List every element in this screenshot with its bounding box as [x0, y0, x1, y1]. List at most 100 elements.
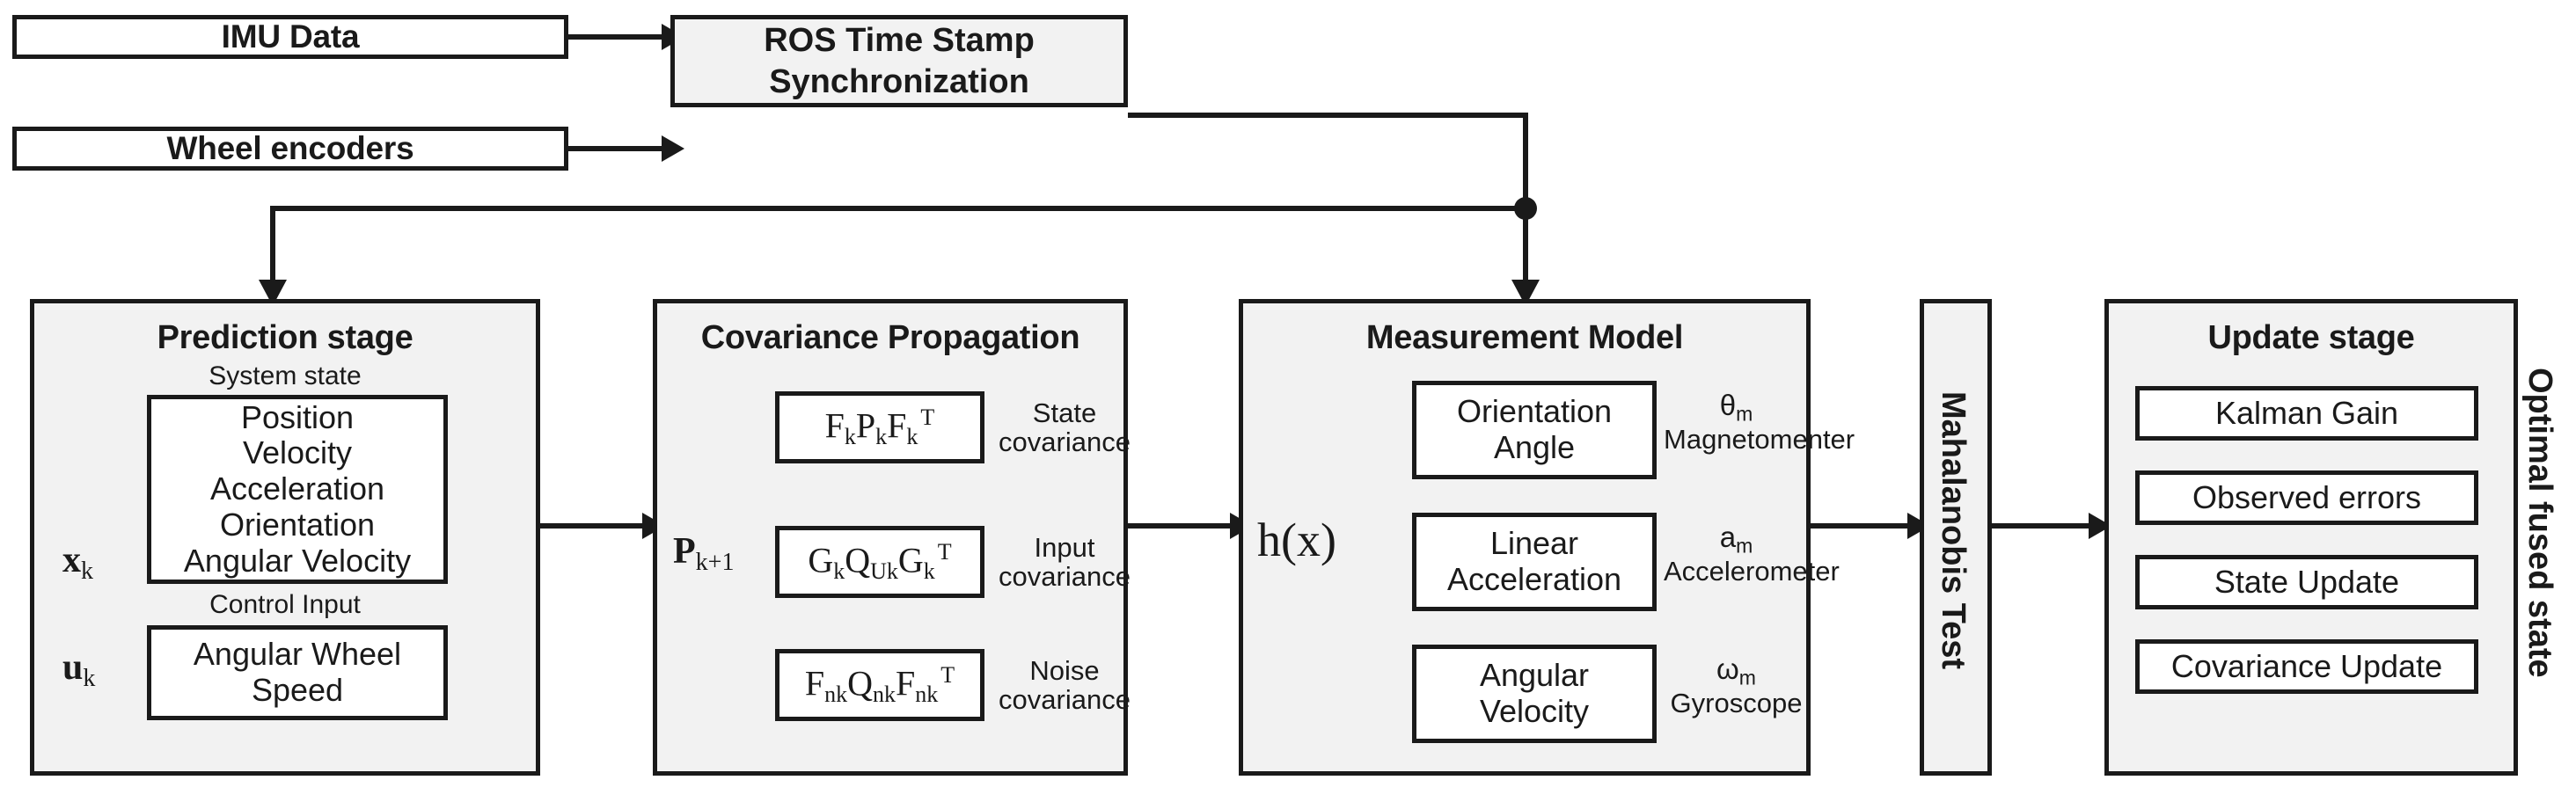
sync-title-line2: Synchronization — [769, 62, 1029, 100]
state-item: Orientation — [219, 506, 376, 543]
optimal-fused-state-label: Optimal fused state — [2521, 368, 2558, 678]
connector-imu-to-sync — [568, 34, 662, 40]
mahalanobis-test-box: Mahalanobis Test — [1920, 299, 1992, 776]
source-box-wheel-encoders: Wheel encoders — [12, 127, 568, 171]
covariance-note-input: Input covariance — [999, 533, 1131, 592]
update-item-state-update: State Update — [2135, 555, 2478, 609]
update-item-covariance-update: Covariance Update — [2135, 639, 2478, 694]
formula-part-sub: k — [875, 424, 888, 450]
update-stage-title: Update stage — [2207, 319, 2415, 356]
measurement-box-line1: Angular — [1479, 657, 1590, 694]
control-vector-base: u — [62, 647, 84, 688]
note-sensor-name: Accelerometer — [1664, 556, 1840, 587]
formula-part: Q — [845, 540, 871, 580]
connector-covariance-to-measurement — [1128, 523, 1230, 529]
note-symbol: am — [1664, 521, 1809, 557]
state-item: Acceleration — [209, 470, 385, 507]
measurement-function-symbol: h(x) — [1257, 513, 1336, 567]
covariance-note-state: State covariance — [999, 398, 1131, 457]
system-state-box: Position Velocity Acceleration Orientati… — [147, 395, 448, 584]
update-item-observed-errors: Observed errors — [2135, 470, 2478, 525]
formula-part: F — [804, 663, 825, 704]
covariance-stage-title: Covariance Propagation — [700, 319, 1080, 356]
formula-part-sup: T — [920, 405, 935, 431]
connector-measurement-to-mahalanobis — [1811, 523, 1907, 529]
measurement-note-magnetometer: θm Magnetomenter — [1664, 390, 1855, 455]
note-symbol: ωm — [1664, 653, 1809, 689]
note-line1: Input — [1034, 532, 1095, 563]
formula-part-sup: T — [937, 539, 952, 565]
control-item-line2: Speed — [251, 672, 344, 708]
formula-part-sub: k — [833, 558, 845, 585]
formula-part: F — [824, 405, 845, 446]
state-item: Position — [240, 398, 355, 435]
system-state-label: System state — [209, 361, 362, 390]
covariance-propagation-box: Covariance Propagation Pk+1 FkPkFkT Stat… — [653, 299, 1131, 776]
connector-prediction-to-covariance — [540, 523, 642, 529]
formula-input-covariance: GkQUkGkT — [808, 539, 951, 584]
formula-part-sup: T — [940, 662, 955, 689]
measurement-note-gyroscope: ωm Gyroscope — [1664, 653, 1809, 718]
note-line1: Noise — [1029, 655, 1100, 686]
measurement-box-linear-acceleration: Linear Acceleration — [1412, 513, 1657, 611]
theta-symbol-sub: m — [1736, 402, 1753, 426]
sync-title-line1: ROS Time Stamp — [764, 22, 1035, 60]
connector-bus-to-prediction — [270, 206, 1528, 211]
connector-encoders-to-sync — [568, 146, 662, 151]
connector-sync-down — [1523, 113, 1528, 211]
formula-part: G — [897, 540, 924, 580]
formula-part: Q — [847, 663, 873, 704]
covariance-symbol: Pk+1 — [673, 530, 734, 577]
source-label: Wheel encoders — [166, 130, 414, 167]
measurement-box-line1: Orientation — [1456, 393, 1613, 430]
control-vector-sub: k — [83, 664, 96, 692]
h-of-x: h(x) — [1257, 514, 1336, 566]
covariance-symbol-sub: k+1 — [695, 548, 735, 576]
measurement-box-line2: Acceleration — [1446, 561, 1622, 597]
omega-symbol: ω — [1716, 653, 1739, 685]
control-input-label: Control Input — [209, 590, 361, 619]
formula-part-sub: k — [844, 424, 856, 450]
prediction-stage-title: Prediction stage — [157, 319, 413, 356]
update-item-label: Kalman Gain — [2214, 394, 2399, 431]
state-item: Velocity — [242, 434, 353, 471]
update-stage-box: Update stage Kalman Gain Observed errors… — [2104, 299, 2518, 776]
ros-time-stamp-sync-box: ROS Time Stamp Synchronization — [670, 15, 1128, 107]
state-vector-symbol: xk — [62, 539, 93, 586]
a-symbol-sub: m — [1736, 534, 1753, 558]
formula-part: F — [887, 405, 907, 446]
covariance-formula-box-state: FkPkFkT — [775, 391, 984, 463]
update-item-label: State Update — [2214, 563, 2400, 600]
connector-bus-down-to-prediction — [270, 206, 275, 283]
formula-part: F — [896, 663, 916, 704]
mahalanobis-test-label: Mahalanobis Test — [1935, 391, 1972, 670]
theta-symbol: θ — [1719, 389, 1737, 421]
source-label: IMU Data — [221, 18, 360, 55]
update-item-label: Observed errors — [2192, 478, 2422, 515]
formula-part-sub: k — [906, 424, 918, 450]
formula-part-sub: nk — [824, 682, 848, 708]
note-line2: covariance — [999, 561, 1131, 593]
note-line2: covariance — [999, 427, 1131, 458]
measurement-box-orientation-angle: Orientation Angle — [1412, 381, 1657, 479]
note-line1: State — [1032, 397, 1097, 428]
measurement-model-box: Measurement Model h(x) Orientation Angle… — [1239, 299, 1855, 776]
measurement-note-accelerometer: am Accelerometer — [1664, 521, 1840, 587]
a-symbol: a — [1719, 521, 1737, 553]
formula-part-sub: k — [923, 558, 935, 585]
update-item-kalman-gain: Kalman Gain — [2135, 386, 2478, 441]
connector-mahalanobis-to-update — [1992, 523, 2089, 529]
formula-part-sub: nk — [915, 682, 939, 708]
measurement-stage-title: Measurement Model — [1365, 319, 1684, 356]
state-vector-base: x — [62, 540, 81, 580]
measurement-box-line2: Angle — [1493, 429, 1576, 465]
note-symbol: θm — [1664, 390, 1809, 425]
state-item: Angular Velocity — [183, 542, 412, 579]
note-line2: covariance — [999, 684, 1131, 716]
measurement-box-line1: Linear — [1489, 525, 1579, 562]
formula-part: G — [808, 540, 834, 580]
control-item-line1: Angular Wheel — [193, 636, 402, 673]
omega-symbol-sub: m — [1738, 666, 1756, 689]
note-sensor-name: Gyroscope — [1670, 688, 1803, 719]
